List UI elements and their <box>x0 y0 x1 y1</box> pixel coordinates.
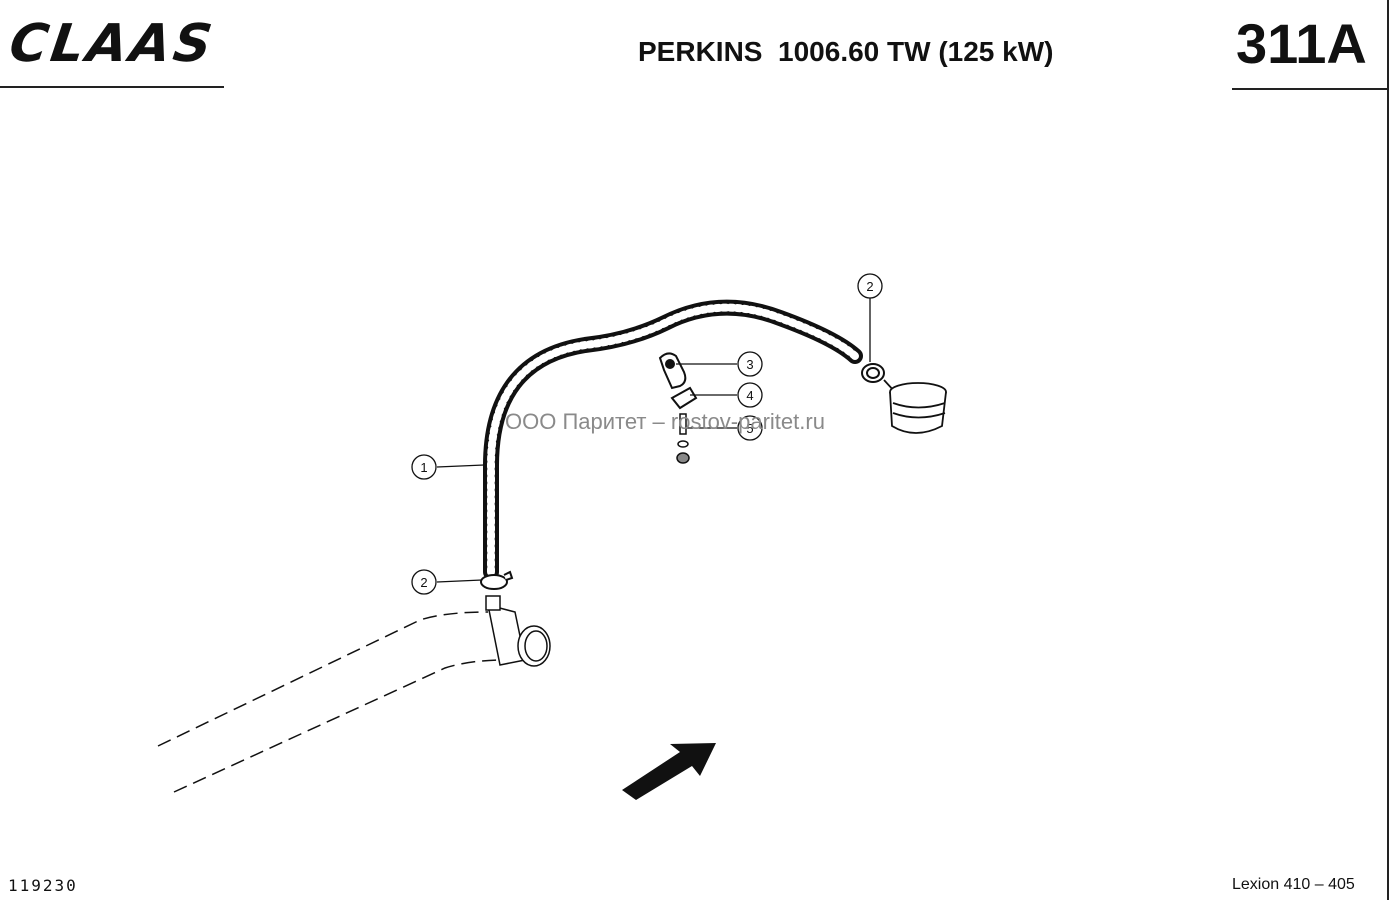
svg-text:4: 4 <box>746 388 753 403</box>
callout-2-bottom: 2 <box>411 569 437 595</box>
hose-bracket <box>658 352 687 390</box>
page-title: PERKINS 1006.60 TW (125 kW) <box>638 36 1054 67</box>
svg-text:2: 2 <box>420 575 427 590</box>
watermark: ООО Паритет – rostov-paritet.ru <box>505 409 825 434</box>
svg-text:2: 2 <box>866 279 873 294</box>
callout-2-top: 2 <box>857 273 883 299</box>
outlet-fitting <box>485 595 551 667</box>
svg-text:1: 1 <box>420 460 427 475</box>
mounting-plate <box>670 386 698 410</box>
callout-1: 1 <box>411 454 437 480</box>
page-code: 311A <box>1236 12 1367 75</box>
callout-5: 5 <box>737 415 763 441</box>
dashed-pipe <box>157 611 506 793</box>
callout-3: 3 <box>737 351 763 377</box>
tank-connector <box>883 379 947 434</box>
bolt-and-nut <box>676 413 690 464</box>
page-frame-right <box>1387 0 1389 900</box>
leader-lines <box>436 298 871 583</box>
header-underline-left <box>0 86 224 88</box>
hose <box>482 299 863 580</box>
header-underline-right <box>1232 88 1388 90</box>
hose-clamp-top <box>861 363 885 383</box>
callout-4: 4 <box>737 382 763 408</box>
drawing-id: 119230 <box>8 876 78 895</box>
hose-clamp-bottom <box>480 570 514 590</box>
model-label: Lexion 410 – 405 <box>1232 876 1355 893</box>
svg-text:3: 3 <box>746 357 753 372</box>
direction-arrow-icon <box>622 743 716 800</box>
svg-text:5: 5 <box>746 421 753 436</box>
